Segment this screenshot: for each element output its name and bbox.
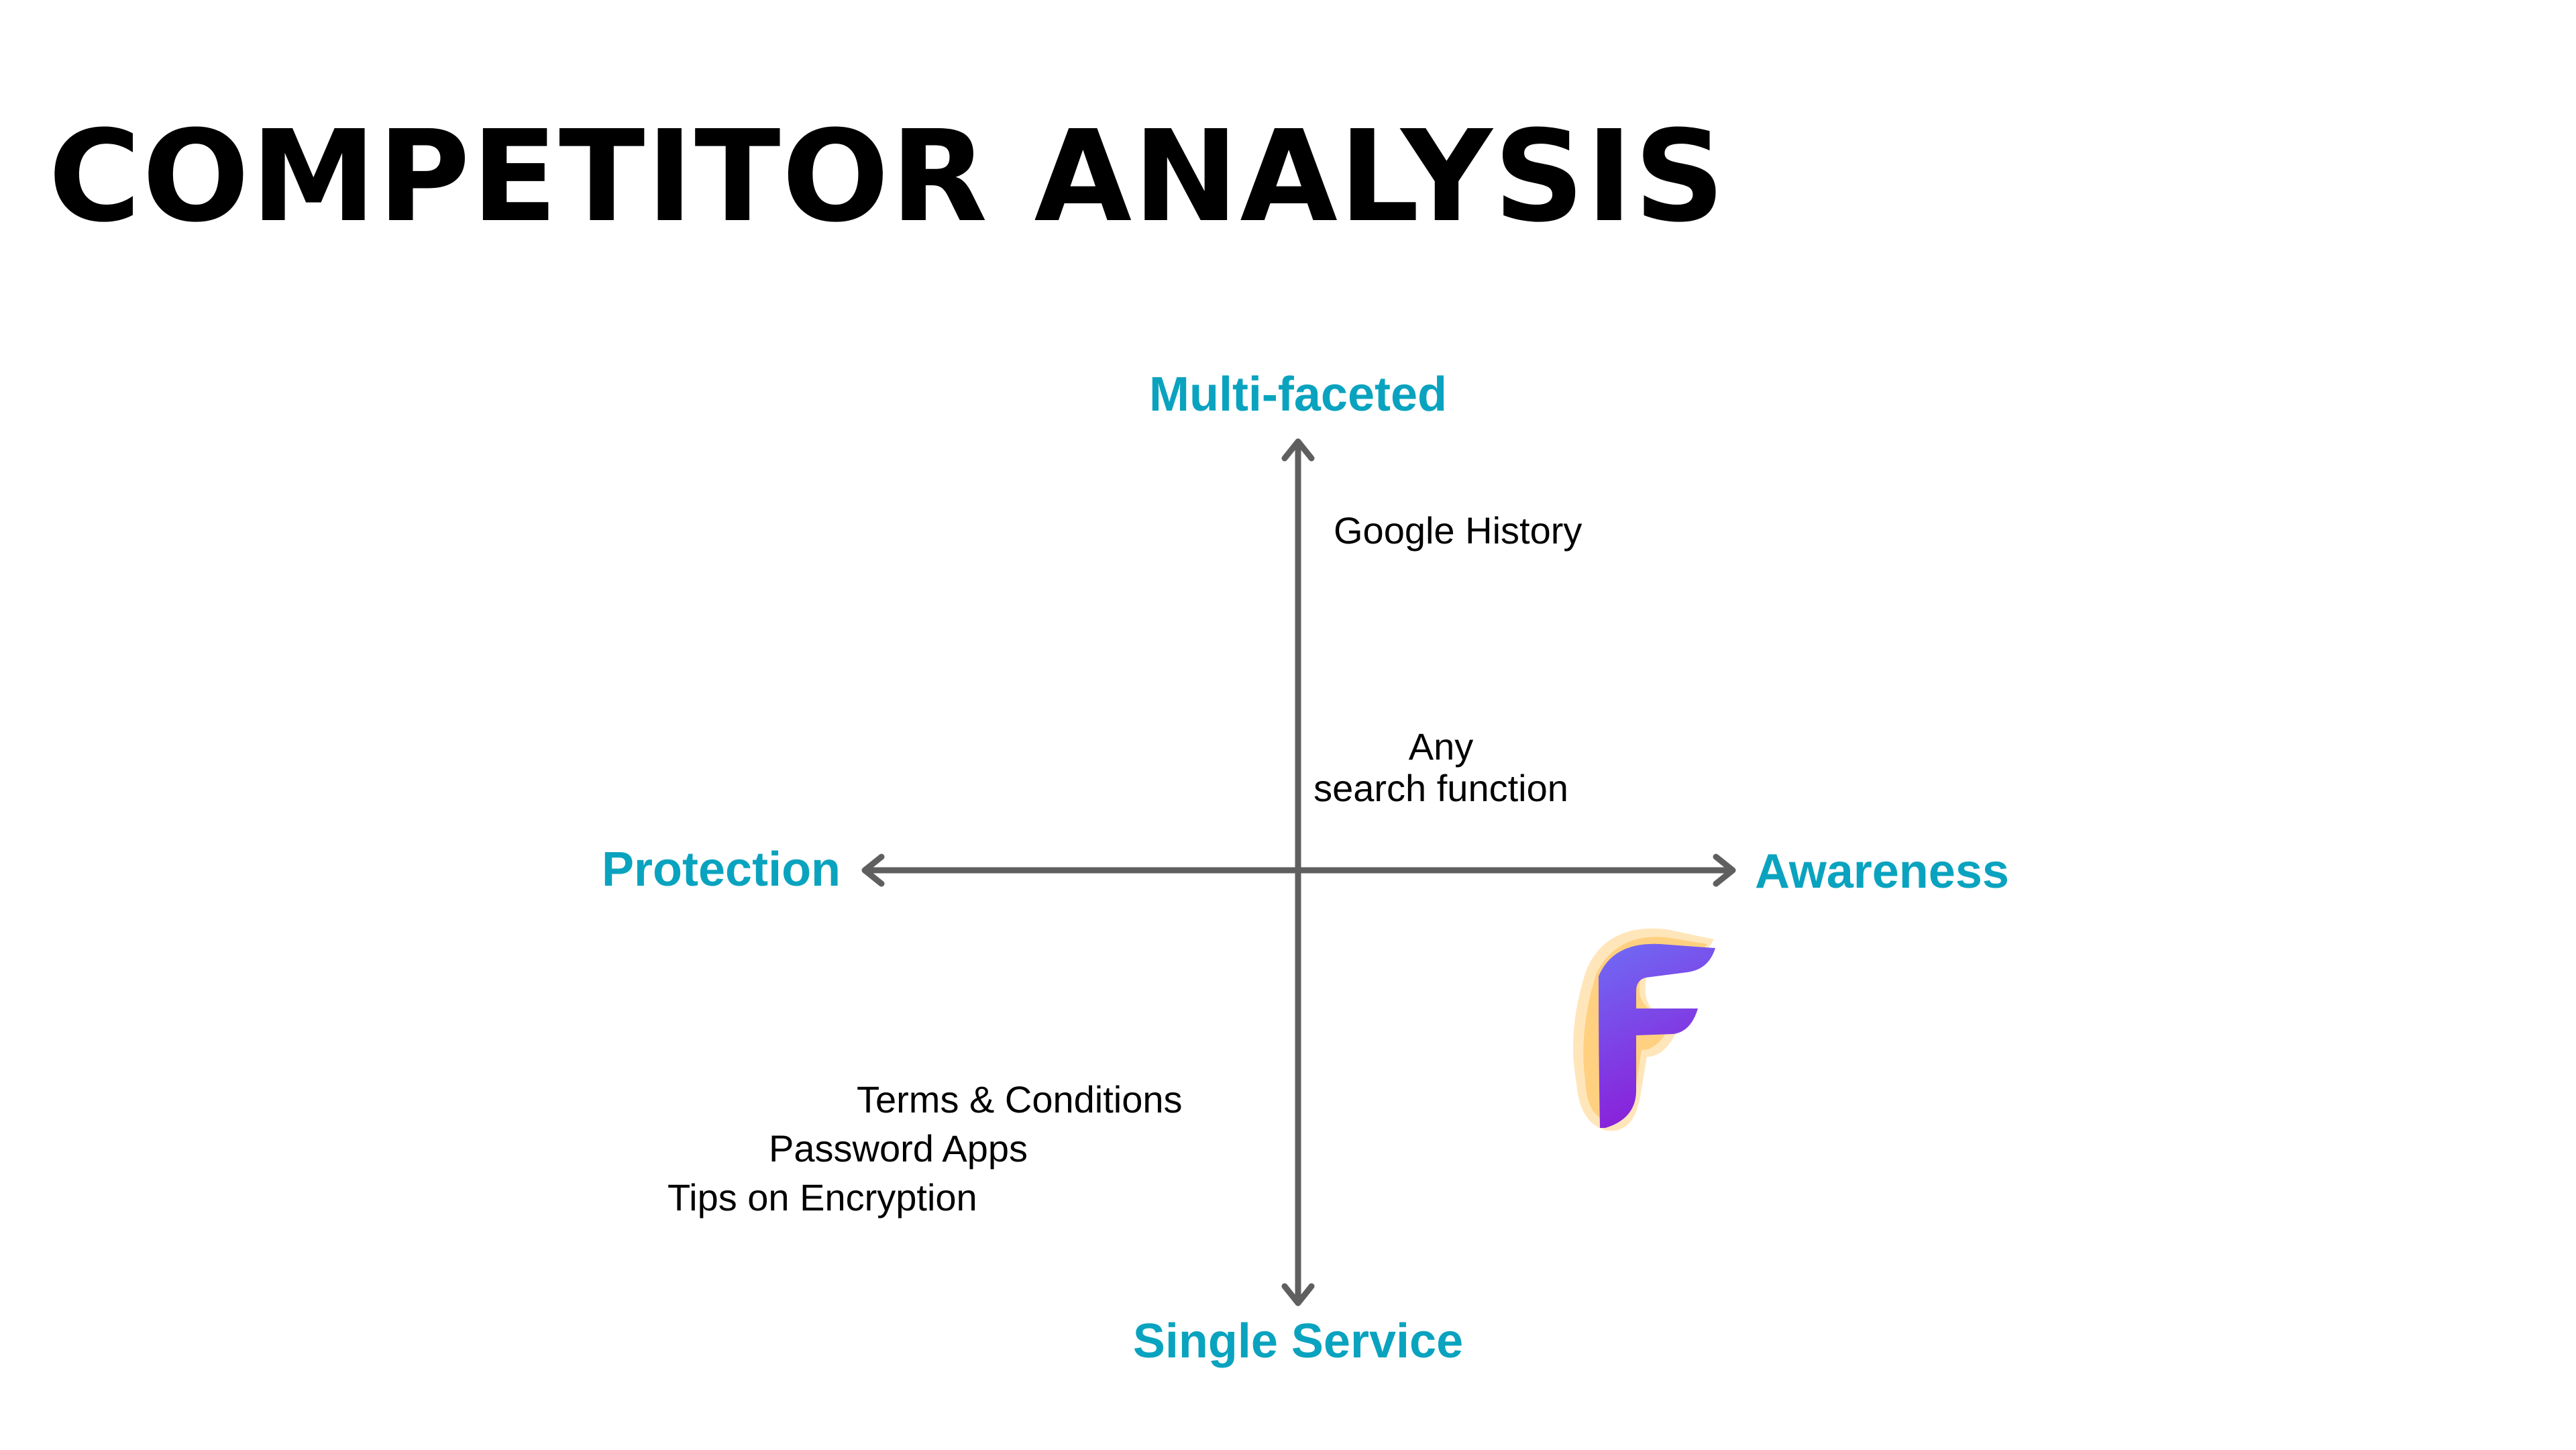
competitor-search-function-line2: search function xyxy=(1313,766,1568,809)
axis-label-bottom: Single Service xyxy=(1132,1314,1464,1368)
competitor-password-apps: Password Apps xyxy=(769,1127,1028,1170)
competitor-search-function-line1: Any xyxy=(1408,725,1474,768)
competitor-tips-encryption: Tips on Encryption xyxy=(667,1176,977,1219)
competitor-search-function: Any search function xyxy=(1313,726,1568,809)
arrowhead-down xyxy=(1281,1283,1315,1306)
axis-label-left: Protection xyxy=(602,843,841,896)
slide-title: COMPETITOR ANALYSIS xyxy=(48,103,1727,250)
f-logo-icon xyxy=(1573,928,1715,1131)
arrowhead-right xyxy=(1713,853,1736,887)
f-letter-shape xyxy=(1599,943,1715,1128)
axis-label-top: Multi-faceted xyxy=(1148,368,1448,421)
arrowhead-up xyxy=(1281,438,1315,462)
competitor-terms-conditions: Terms & Conditions xyxy=(857,1078,1183,1121)
axis-label-right: Awareness xyxy=(1755,845,2009,898)
arrowhead-left xyxy=(861,853,885,887)
competitor-google-history: Google History xyxy=(1334,509,1582,552)
